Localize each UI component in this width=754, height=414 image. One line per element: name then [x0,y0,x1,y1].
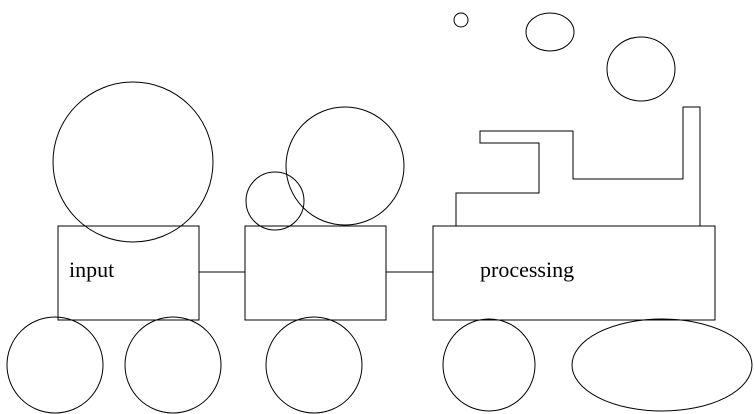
smoke-puff-large [606,36,676,102]
wheel-4 [442,318,536,412]
smoke-puff-medium [525,12,575,52]
input-box [57,225,200,321]
input-label: input [69,257,114,282]
wheel-3 [265,316,363,414]
wheel-large-oval [571,318,753,412]
wheel-1 [6,316,104,414]
middle-box [244,225,387,321]
processing-box [432,225,716,321]
cargo-circle-medium [285,106,405,226]
processing-label: processing [480,257,574,282]
smoke-puff-small [453,12,469,28]
cargo-circle-large [52,81,214,243]
locomotive-top-outline [455,106,701,226]
cargo-circle-small [245,171,305,231]
wheel-2 [124,316,222,414]
